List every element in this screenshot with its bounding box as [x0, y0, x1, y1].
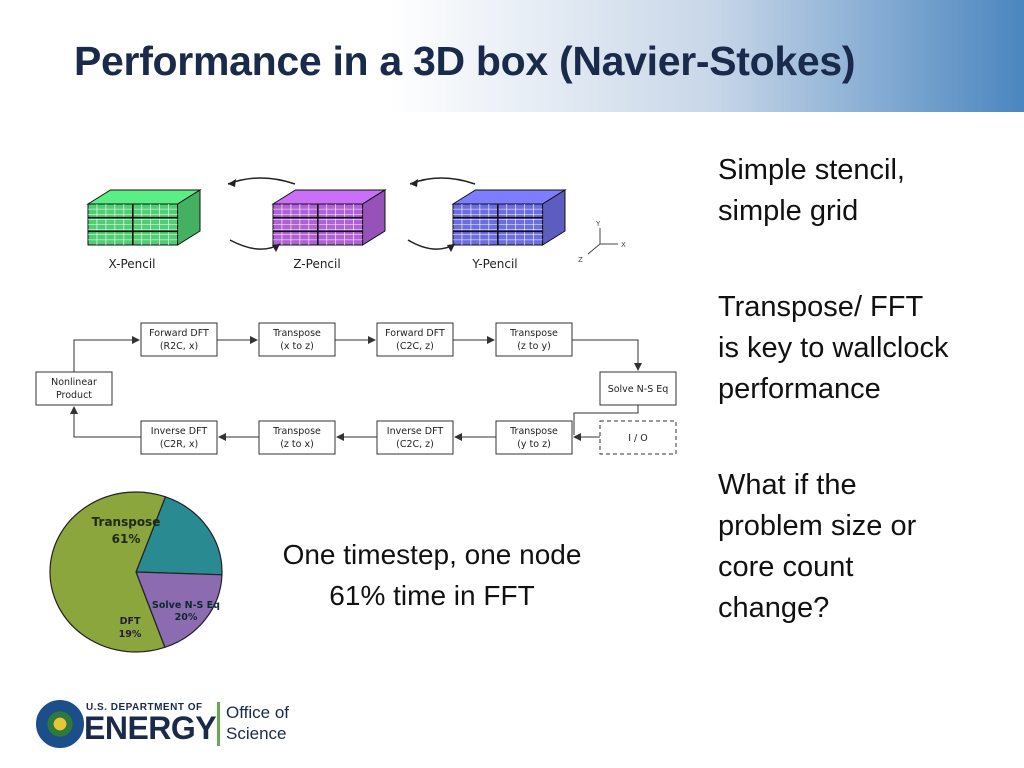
flow-box-io: I / O	[599, 420, 677, 455]
flow-box-solve-ns-eq: Solve N-S Eq	[599, 371, 677, 406]
svg-text:Transpose: Transpose	[509, 328, 558, 339]
arrow-x-to-z	[229, 239, 281, 250]
logo-office-text: Office of Science	[226, 703, 289, 743]
pie-slice-solve-n-s-eq	[135, 496, 223, 576]
pencil-block-3	[451, 189, 567, 246]
pie-label-solve: Solve N-S Eq	[152, 600, 220, 611]
svg-text:(z to x): (z to x)	[280, 439, 314, 450]
axis-y-label: Y	[595, 220, 601, 228]
svg-text:(R2C, x): (R2C, x)	[160, 341, 198, 352]
pencil-label-y: Y-Pencil	[471, 257, 517, 271]
bullet-item: What if the problem size or core count c…	[718, 469, 917, 624]
svg-text:Transpose: Transpose	[272, 328, 321, 339]
flow-box-transpose-z-to-y: Transpose (z to y)	[495, 322, 573, 357]
arrowhead	[228, 179, 236, 187]
logo-divider	[217, 702, 220, 746]
svg-text:Nonlinear: Nonlinear	[51, 377, 97, 388]
pencil-block-2	[271, 189, 387, 246]
svg-text:(C2C, z): (C2C, z)	[396, 341, 434, 352]
flow-box-forward-dft-z: Forward DFT (C2C, z)	[376, 322, 454, 357]
fft-flow-diagram: Forward DFT (R2C, x) Transpose (x to z) …	[35, 322, 677, 455]
pie-slice-transpose	[49, 491, 167, 653]
logo-department-text: U.S. DEPARTMENT OF	[86, 702, 203, 713]
arrow-z-to-x	[227, 177, 296, 185]
svg-text:(C2C, z): (C2C, z)	[396, 439, 434, 450]
time-breakdown-pie: Transpose 61% Solve N-S Eq 20% DFT 19%	[49, 491, 223, 653]
logo-energy-text: ENERGY	[84, 710, 217, 746]
svg-text:Inverse DFT: Inverse DFT	[387, 426, 444, 437]
doe-office-of-science-logo: U.S. DEPARTMENT OF ENERGY Office of Scie…	[34, 696, 304, 752]
svg-text:I / O: I / O	[628, 433, 648, 444]
pie-label-transpose: Transpose	[92, 515, 161, 529]
flow-box-transpose-y-to-z: Transpose (y to z)	[495, 420, 573, 455]
flow-connectors	[70, 336, 642, 441]
pencil-label-x: X-Pencil	[108, 257, 155, 271]
axis-x-label: X	[621, 241, 626, 249]
svg-text:(y to z): (y to z)	[517, 439, 551, 450]
arrowhead	[410, 179, 418, 187]
arrow-z-to-y	[407, 239, 456, 250]
arrowhead	[447, 244, 455, 252]
svg-text:Product: Product	[56, 390, 92, 401]
flow-box-inverse-dft-x: Inverse DFT (C2R, x)	[140, 420, 218, 455]
axes-triad	[587, 228, 618, 255]
pie-pct-transpose: 61%	[112, 532, 141, 546]
axis-z-label: Z	[578, 256, 583, 264]
svg-text:Forward DFT: Forward DFT	[385, 328, 445, 339]
doe-seal-icon	[36, 700, 84, 748]
flow-box-transpose-z-to-x: Transpose (z to x)	[258, 420, 336, 455]
svg-text:Inverse DFT: Inverse DFT	[151, 426, 208, 437]
slide-title: Performance in a 3D box (Navier-Stokes)	[74, 38, 856, 84]
arrowhead	[272, 244, 280, 252]
svg-text:(z to y): (z to y)	[517, 341, 551, 352]
pie-label-dft: DFT	[120, 616, 141, 627]
flow-box-forward-dft-x: Forward DFT (R2C, x)	[140, 322, 218, 357]
flow-box-nonlinear-product: Nonlinear Product	[35, 371, 113, 406]
bullet-item: Simple stencil, simple grid	[718, 154, 905, 227]
pie-caption: One timestep, one node 61% time in FFT	[282, 539, 582, 611]
bullet-item: Transpose/ FFT is key to wallclock perfo…	[718, 291, 949, 405]
pie-pct-solve: 20%	[175, 612, 198, 623]
svg-text:Solve N-S Eq: Solve N-S Eq	[608, 384, 669, 395]
pencil-decomposition-diagram: X-Pencil Z-Pencil Y-Pencil Y X Z	[86, 177, 626, 271]
svg-text:(C2R, x): (C2R, x)	[160, 439, 198, 450]
arrow-y-to-z	[409, 177, 476, 185]
pie-slice-dft	[135, 571, 223, 649]
pencil-label-z: Z-Pencil	[293, 257, 340, 271]
pencil-block-1	[86, 189, 202, 246]
svg-text:Transpose: Transpose	[509, 426, 558, 437]
svg-text:(x to z): (x to z)	[280, 341, 314, 352]
flow-box-inverse-dft-z: Inverse DFT (C2C, z)	[376, 420, 454, 455]
header-banner	[0, 0, 1024, 112]
svg-text:Transpose: Transpose	[272, 426, 321, 437]
svg-text:Forward DFT: Forward DFT	[149, 328, 209, 339]
pie-pct-dft: 19%	[119, 629, 142, 640]
flow-box-transpose-x-to-z: Transpose (x to z)	[258, 322, 336, 357]
